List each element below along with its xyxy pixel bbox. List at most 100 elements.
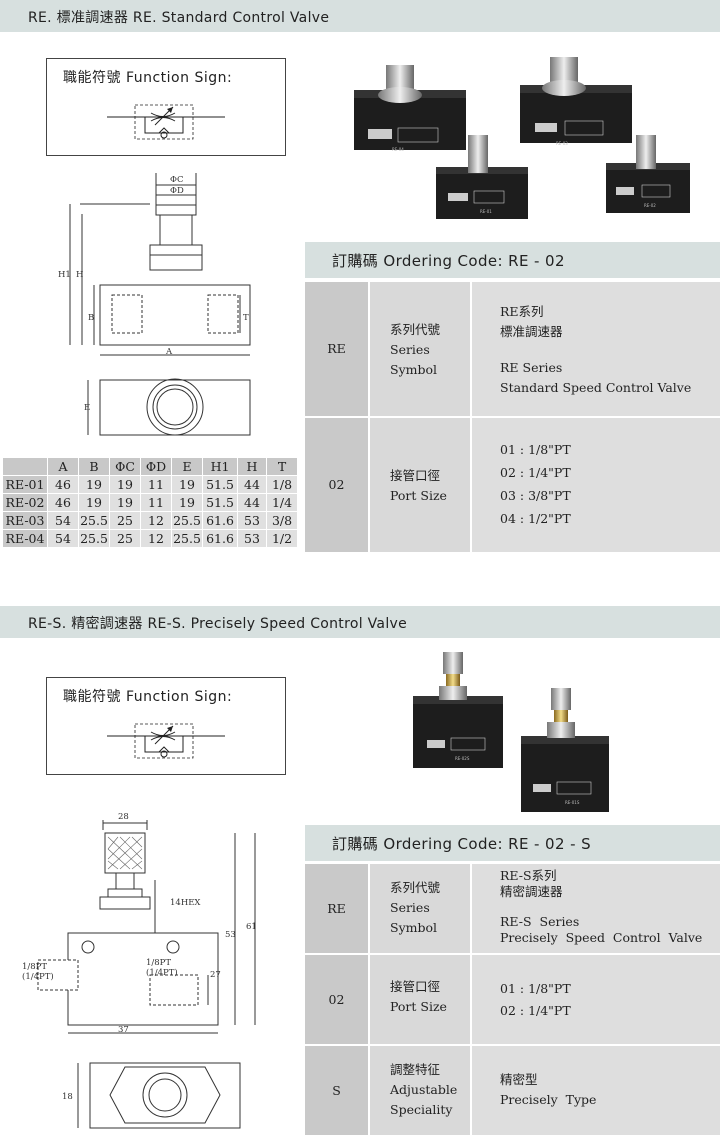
section1-title-bar: RE. 標准調速器 RE. Standard Control Valve bbox=[0, 0, 720, 32]
table-cell: 25.5 bbox=[78, 511, 110, 530]
table-row: RE-04 54 25.5 25 12 25.5 61.6 53 1/2 bbox=[2, 529, 298, 548]
order-code-value: S bbox=[332, 1082, 341, 1098]
order-port-options: 01 : 1/8"PT 02 : 1/4"PT bbox=[472, 955, 720, 1044]
ordering-code-header: 訂購碼 Ordering Code: RE - 02 - S bbox=[305, 825, 720, 861]
table-row: RE-03 54 25.5 25 12 25.5 61.6 53 3/8 bbox=[2, 511, 298, 530]
dim-label-e: E bbox=[84, 403, 91, 413]
dim-label-53: 53 bbox=[225, 930, 236, 940]
order-desc-en: RE-S Series Precisely Speed Control Valv… bbox=[500, 914, 703, 945]
ordering-code-title: 訂購碼 Ordering Code: RE - 02 bbox=[332, 252, 565, 270]
dim-label-h: H bbox=[76, 270, 84, 280]
table-header-cell bbox=[2, 457, 48, 476]
dim-label-37: 37 bbox=[118, 1025, 129, 1035]
dim-label-t: T bbox=[243, 313, 249, 323]
dim-label-h1: H1 bbox=[58, 270, 71, 280]
table-cell: 1/2 bbox=[266, 529, 298, 548]
order-desc-en: RE Series Standard Speed Control Valve bbox=[500, 360, 692, 395]
order-desc-speciality: 精密型 Precisely Type bbox=[472, 1046, 720, 1135]
photo-tag-5: RE-02S bbox=[455, 756, 470, 761]
table-cell: 61.6 bbox=[202, 529, 238, 548]
order-code-value: 02 bbox=[328, 477, 345, 492]
port-option: 04 : 1/2"PT bbox=[500, 511, 571, 526]
table-cell: 25 bbox=[109, 529, 141, 548]
table-cell: 44 bbox=[237, 493, 267, 512]
table-cell: 19 bbox=[171, 493, 203, 512]
order-desc-zh: RE-S系列 精密調速器 bbox=[500, 868, 563, 899]
port-option: 02 : 1/4"PT bbox=[500, 1003, 571, 1018]
table-cell: 44 bbox=[237, 475, 267, 494]
order-code-value: 02 bbox=[328, 991, 345, 1007]
photo-tag-2: RE-03 bbox=[556, 141, 568, 146]
function-sign-label: 職能符號 Function Sign: bbox=[63, 689, 233, 705]
port-option: 01 : 1/8"PT bbox=[500, 981, 571, 996]
order-label-speciality: 調整特征 Adjustable Speciality bbox=[370, 1046, 470, 1135]
order-code-re: RE bbox=[305, 864, 368, 953]
order-label-port: 接管口徑 Port Size bbox=[370, 955, 470, 1044]
table-header-cell: ΦD bbox=[140, 457, 172, 476]
table-cell: RE-02 bbox=[2, 493, 48, 512]
table-cell: 11 bbox=[140, 493, 172, 512]
table-cell: 25 bbox=[109, 511, 141, 530]
order-label-series: 系列代號 Series Symbol bbox=[370, 282, 470, 416]
order-code-re: RE bbox=[305, 282, 368, 416]
order-desc-series: RE系列 標准調速器 RE Series Standard Speed Cont… bbox=[472, 282, 720, 416]
order-code-value: RE bbox=[327, 341, 346, 356]
order-desc-zh: RE系列 標准調速器 bbox=[500, 304, 563, 339]
dim-label-27: 27 bbox=[210, 970, 221, 980]
section2-title: RE-S. 精密調速器 RE-S. Precisely Speed Contro… bbox=[28, 616, 408, 632]
function-sign-box: 職能符號 Function Sign: bbox=[46, 677, 286, 775]
table-cell: RE-03 bbox=[2, 511, 48, 530]
table-cell: 19 bbox=[109, 493, 141, 512]
order-label-series: 系列代號 Series Symbol bbox=[370, 864, 470, 953]
table-cell: RE-01 bbox=[2, 475, 48, 494]
table-header-cell: B bbox=[78, 457, 110, 476]
table-cell: 46 bbox=[47, 475, 79, 494]
photo-tag-6: RE-01S bbox=[565, 800, 580, 805]
table-cell: 19 bbox=[109, 475, 141, 494]
table-cell: 51.5 bbox=[202, 475, 238, 494]
table-cell: 51.5 bbox=[202, 493, 238, 512]
dim-label-port-left: 1/8PT (1/4PT) bbox=[22, 962, 54, 982]
table-cell: 54 bbox=[47, 529, 79, 548]
table-cell: 19 bbox=[78, 475, 110, 494]
table-header-cell: H1 bbox=[202, 457, 238, 476]
table-cell: 61.6 bbox=[202, 511, 238, 530]
port-option: 02 : 1/4"PT bbox=[500, 465, 571, 480]
dimension-table: A B ΦC ΦD E H1 H T RE-01 46 19 19 11 19 … bbox=[2, 457, 298, 548]
table-cell: 3/8 bbox=[266, 511, 298, 530]
re-s-product-photo bbox=[413, 652, 609, 812]
dim-label-18: 18 bbox=[62, 1092, 73, 1102]
order-code-value: RE bbox=[327, 900, 346, 916]
table-header-cell: A bbox=[47, 457, 79, 476]
flow-control-symbol-icon bbox=[107, 723, 225, 759]
order-code-s: S bbox=[305, 1046, 368, 1135]
re-s-dimension-drawing bbox=[37, 820, 256, 1129]
dim-label-port-right: 1/8PT (1/4PT) bbox=[146, 958, 178, 978]
re-product-photo bbox=[354, 57, 690, 219]
section1-title: RE. 標准調速器 RE. Standard Control Valve bbox=[28, 10, 330, 26]
table-cell: 1/8 bbox=[266, 475, 298, 494]
function-sign-label: 職能符號 Function Sign: bbox=[63, 70, 233, 86]
order-code-02: 02 bbox=[305, 418, 368, 552]
order-label-text: 接管口徑 Port Size bbox=[390, 468, 447, 503]
table-header-row: A B ΦC ΦD E H1 H T bbox=[2, 457, 298, 476]
order-label-text: 系列代號 Series Symbol bbox=[390, 880, 441, 935]
port-option: 01 : 1/8"PT bbox=[500, 442, 571, 457]
table-header-cell: T bbox=[266, 457, 298, 476]
table-cell: 12 bbox=[140, 511, 172, 530]
table-row: RE-01 46 19 19 11 19 51.5 44 1/8 bbox=[2, 475, 298, 494]
photo-tag-4: RE-02 bbox=[644, 203, 656, 208]
table-cell: 46 bbox=[47, 493, 79, 512]
photo-tag-3: RE-01 bbox=[480, 209, 492, 214]
order-code-02: 02 bbox=[305, 955, 368, 1044]
table-cell: 53 bbox=[237, 511, 267, 530]
table-cell: RE-04 bbox=[2, 529, 48, 548]
table-row: RE-02 46 19 19 11 19 51.5 44 1/4 bbox=[2, 493, 298, 512]
dim-label-phi-d: ΦD bbox=[170, 186, 184, 196]
re-dimension-drawing bbox=[69, 173, 251, 436]
table-cell: 25.5 bbox=[171, 529, 203, 548]
table-cell: 25.5 bbox=[171, 511, 203, 530]
order-label-port: 接管口徑 Port Size bbox=[370, 418, 470, 552]
table-header-cell: E bbox=[171, 457, 203, 476]
dim-label-phi-c: ΦC bbox=[170, 175, 184, 185]
